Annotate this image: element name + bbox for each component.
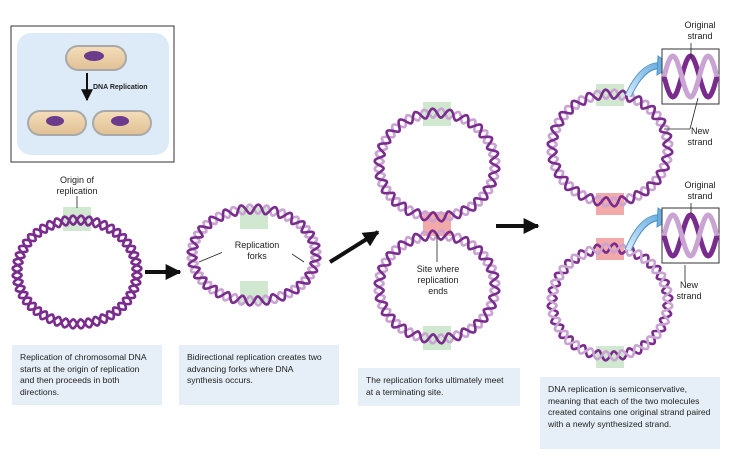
forks-label: Replication forks bbox=[222, 240, 292, 262]
original-strand-label-bottom: Original strand bbox=[684, 180, 716, 201]
inset-label: DNA Replication bbox=[93, 84, 148, 91]
new-strand-label-bottom: New strand bbox=[676, 280, 702, 301]
dna-ring-panel3-bottom bbox=[373, 229, 501, 345]
inset-panel bbox=[10, 25, 175, 163]
bacterium-cell-parent bbox=[65, 45, 127, 71]
dna-rings bbox=[11, 88, 674, 362]
dna-ring-panel4-top bbox=[546, 88, 674, 208]
terminus-label: Site where replication ends bbox=[416, 264, 460, 296]
dna-ring-panel1 bbox=[11, 214, 143, 330]
zoom-box-top bbox=[624, 43, 720, 130]
caption-panel4: DNA replication is semiconservative, mea… bbox=[540, 377, 720, 449]
dna-ring-panel3-top bbox=[373, 107, 501, 223]
arrow-panel2-to-3 bbox=[328, 230, 380, 264]
origin-label: Origin of replication bbox=[56, 175, 98, 196]
caption-panel3: The replication forks ultimately meet at… bbox=[358, 368, 520, 406]
bacterium-cell-daughter-2 bbox=[92, 110, 152, 136]
dna-ring-panel4-bottom bbox=[546, 242, 674, 362]
caption-panel1: Replication of chromosomal DNA starts at… bbox=[12, 345, 162, 405]
new-strand-label-top: New strand bbox=[687, 126, 713, 147]
dna-ring-panel2 bbox=[186, 203, 322, 307]
original-strand-label-top: Original strand bbox=[684, 20, 716, 41]
caption-panel2: Bidirectional replication creates two ad… bbox=[179, 345, 339, 405]
bacterium-cell-daughter-1 bbox=[27, 110, 87, 136]
zoom-box-bottom bbox=[624, 203, 720, 282]
